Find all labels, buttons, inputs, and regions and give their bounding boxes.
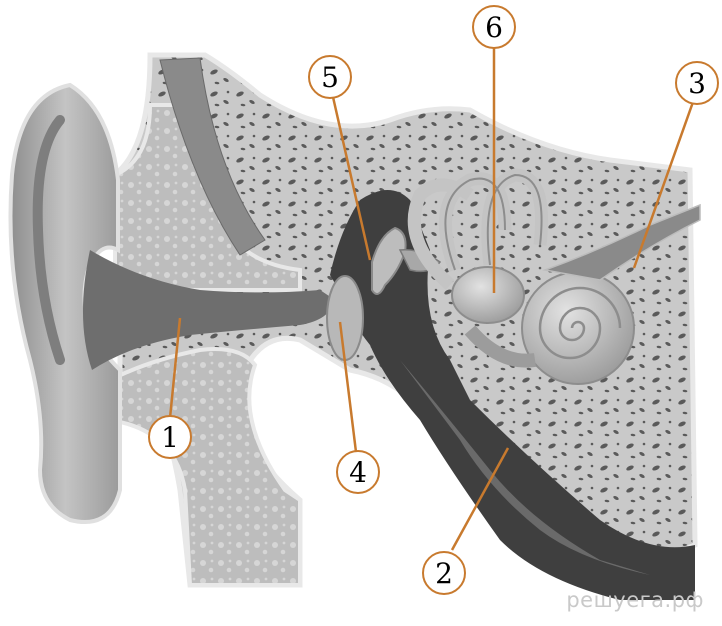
auditory-nerve	[542, 203, 701, 281]
callout-label-5: 5	[321, 61, 339, 94]
mastoid-bone-lower	[108, 347, 302, 587]
cochlea	[464, 271, 635, 385]
leader-line-1	[168, 317, 182, 419]
callout-circle-4	[336, 450, 380, 494]
middle-ear-cavity	[330, 190, 695, 600]
leader-line-4	[338, 321, 358, 453]
callout-3: 3	[675, 61, 719, 105]
callout-1: 1	[148, 415, 192, 459]
callout-circle-6	[472, 5, 516, 49]
leader-line-5	[331, 96, 372, 261]
callout-label-4: 4	[349, 456, 367, 489]
callout-6: 6	[472, 5, 516, 49]
callout-2: 2	[422, 551, 466, 595]
eardrum	[326, 275, 364, 361]
vestibule	[451, 266, 525, 324]
ear-canal	[82, 250, 335, 370]
callout-label-1: 1	[161, 421, 179, 454]
watermark: решуега.рф	[566, 588, 704, 612]
callout-5: 5	[308, 55, 352, 99]
callout-circle-5	[308, 55, 352, 99]
leader-line-3	[632, 101, 695, 269]
callout-circle-2	[422, 551, 466, 595]
callout-label-3: 3	[688, 67, 706, 100]
leader-line-2	[450, 447, 510, 551]
callout-label-2: 2	[435, 557, 453, 590]
auricle-fold	[32, 115, 65, 365]
muscle-strip	[159, 57, 266, 256]
callout-circle-3	[675, 61, 719, 105]
callout-4: 4	[336, 450, 380, 494]
callout-circle-1	[148, 415, 192, 459]
callout-label-6: 6	[485, 11, 503, 44]
